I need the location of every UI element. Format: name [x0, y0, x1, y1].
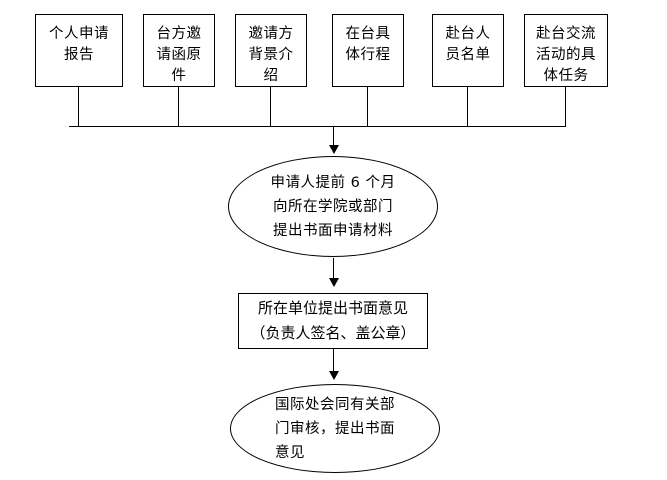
flow-ellipse-label: 申请人提前 6 个月 向所在学院或部门 提出书面申请材料 [270, 174, 396, 239]
arrow-head-bus-to-step1 [329, 145, 339, 154]
connector-stem-box-2 [178, 87, 179, 127]
connector-stem-box-4 [367, 87, 368, 127]
flow-box-unit-written-opinion[interactable]: 所在单位提出书面意见 （负责人签名、盖公章） [238, 293, 428, 349]
connector-horizontal-bus [69, 126, 566, 127]
flow-box-personal-application-report[interactable]: 个人申请 报告 [35, 14, 123, 87]
flow-box-inviter-background[interactable]: 邀请方 背景介 绍 [235, 14, 307, 87]
arrow-head-step1-to-step2 [329, 278, 339, 287]
flow-box-label: 赴台人 员名单 [445, 26, 491, 63]
flow-box-taiwan-invitation-original[interactable]: 台方邀 请函原 件 [143, 14, 215, 87]
connector-stem-box-5 [467, 87, 468, 127]
flow-box-label: 邀请方 背景介 绍 [248, 26, 294, 84]
flow-box-itinerary-in-taiwan[interactable]: 在台具 体行程 [332, 14, 404, 87]
connector-arrow-step2-to-step3-shaft [333, 349, 334, 374]
connector-stem-box-1 [78, 87, 79, 127]
flow-box-traveler-name-list[interactable]: 赴台人 员名单 [432, 14, 504, 87]
flow-box-label: 在台具 体行程 [345, 26, 391, 63]
connector-stem-box-6 [565, 87, 566, 127]
connector-arrow-bus-to-step1-shaft [333, 126, 334, 148]
connector-arrow-step1-to-step2-shaft [333, 258, 334, 281]
connector-stem-box-3 [270, 87, 271, 127]
flow-ellipse-submit-written-application[interactable]: 申请人提前 6 个月 向所在学院或部门 提出书面申请材料 [228, 156, 438, 257]
flow-box-label: 赴台交流 活动的具 体任务 [536, 26, 596, 84]
flow-ellipse-label: 国际处会同有关部 门审核，提出书面 意见 [275, 396, 395, 461]
flow-ellipse-international-office-review[interactable]: 国际处会同有关部 门审核，提出书面 意见 [230, 384, 440, 473]
flow-box-label: 个人申请 报告 [49, 26, 109, 63]
flow-box-label: 所在单位提出书面意见 （负责人签名、盖公章） [250, 299, 416, 342]
flow-box-label: 台方邀 请函原 件 [156, 26, 202, 84]
flow-box-exchange-specific-tasks[interactable]: 赴台交流 活动的具 体任务 [524, 14, 608, 87]
arrow-head-step2-to-step3 [329, 371, 339, 380]
